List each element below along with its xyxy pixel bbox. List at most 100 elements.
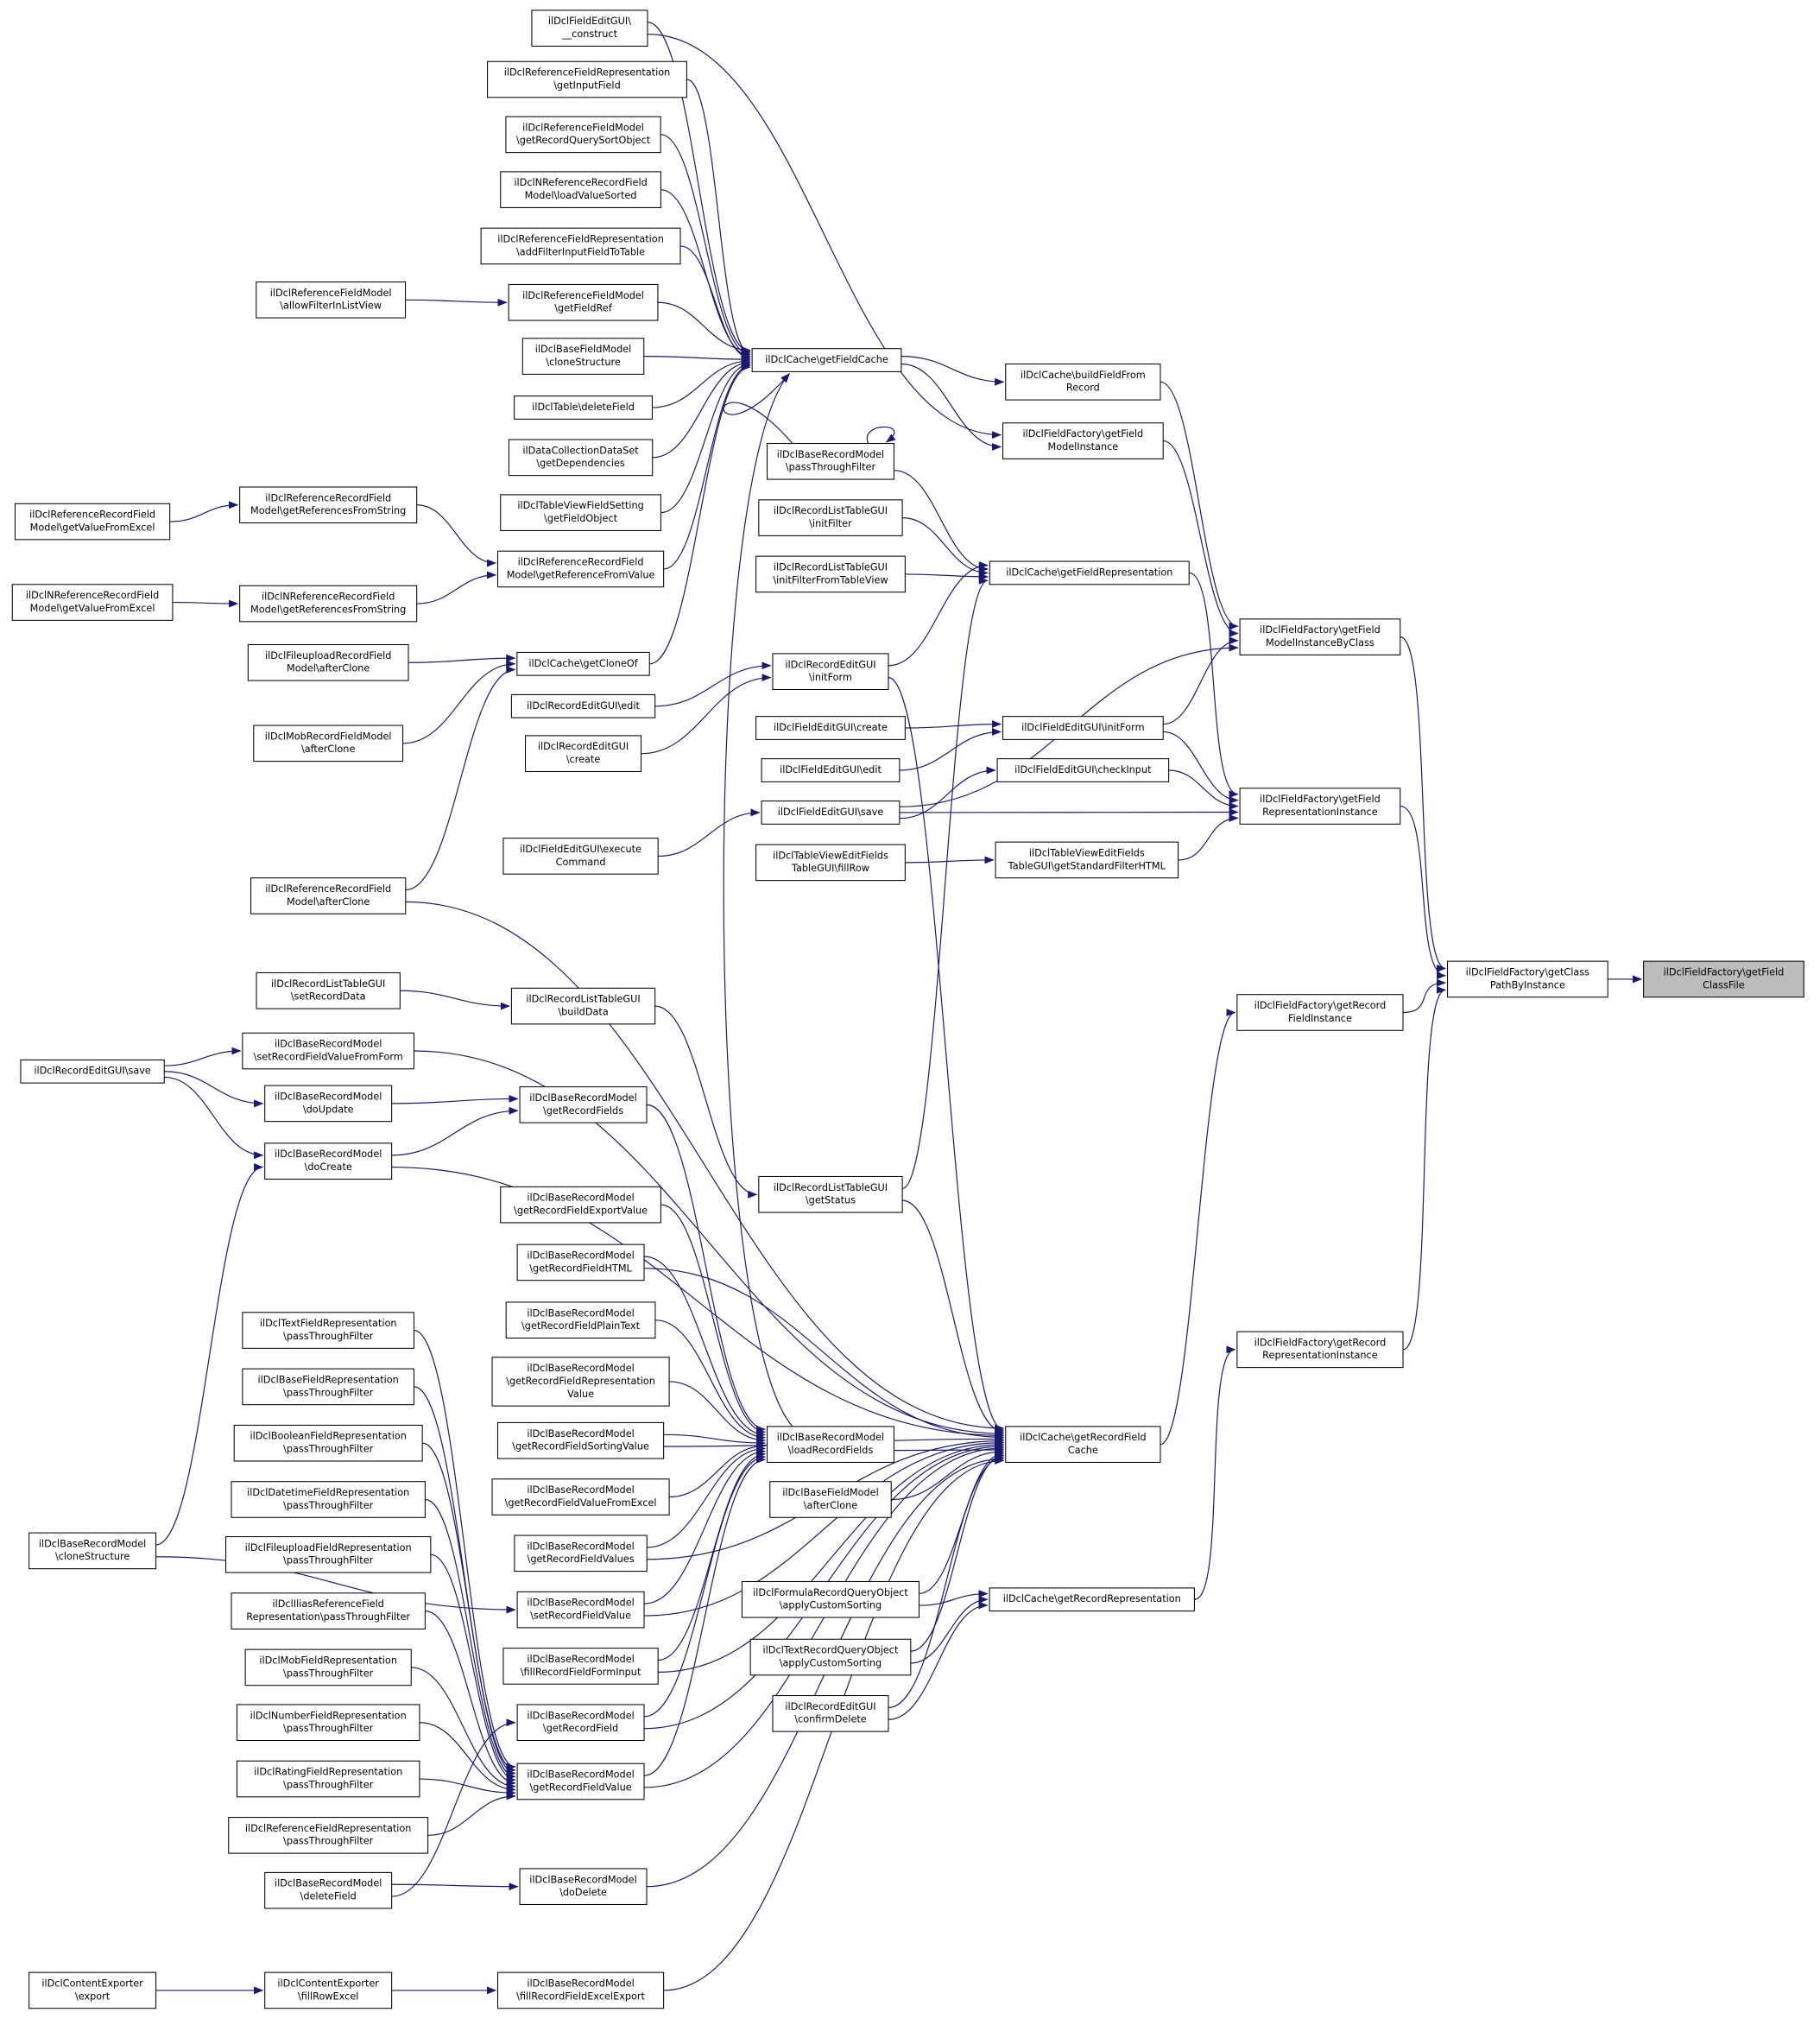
graph-node-n6[interactable]: ilDclReferenceFieldModel\allowFilterInLi… (256, 281, 407, 319)
function-box[interactable] (264, 1971, 393, 2009)
graph-node-n13[interactable]: ilDclBaseRecordModel\setRecordFieldValue… (242, 1032, 414, 1070)
graph-node-n43[interactable]: ilDclRecordListTableGUI\buildData (510, 987, 656, 1025)
function-box[interactable] (755, 844, 906, 882)
function-box[interactable] (225, 1536, 432, 1573)
function-box[interactable] (496, 1971, 665, 2009)
graph-node-n51[interactable]: ilDclBaseRecordModel\getRecordFieldValue… (514, 1535, 648, 1573)
function-box[interactable] (256, 281, 407, 319)
function-box[interactable] (989, 560, 1190, 585)
graph-node-n70[interactable]: ilDclFormulaRecordQueryObject\applyCusto… (741, 1580, 920, 1618)
graph-node-n30[interactable]: ilDclReferenceFieldModel\getRecordQueryS… (505, 116, 661, 154)
graph-node-n37[interactable]: ilDclTableViewFieldSetting\getFieldObjec… (500, 494, 661, 531)
function-box[interactable] (1447, 960, 1608, 998)
function-box[interactable] (496, 1421, 665, 1459)
graph-node-n23[interactable]: ilDclNumberFieldRepresentation\passThrou… (236, 1704, 420, 1742)
function-box[interactable] (264, 1142, 393, 1180)
function-box[interactable] (228, 1817, 429, 1854)
function-box[interactable] (989, 1587, 1195, 1612)
graph-node-n29[interactable]: ilDclReferenceFieldRepresentation\getInp… (487, 60, 687, 98)
function-box[interactable] (264, 1871, 393, 1909)
function-box[interactable] (510, 987, 656, 1025)
graph-node-n28[interactable]: ilDclFieldEditGUI\__construct (531, 9, 648, 47)
function-box[interactable] (242, 1368, 414, 1406)
function-box[interactable] (755, 555, 906, 593)
graph-node-n16[interactable]: ilDclTextFieldRepresentation\passThrough… (242, 1312, 414, 1349)
function-box[interactable] (1002, 422, 1164, 459)
graph-node-n35[interactable]: ilDclTable\deleteField (514, 396, 653, 420)
graph-node-n24[interactable]: ilDclRatingFieldRepresentation\passThrou… (236, 1760, 420, 1798)
function-box[interactable] (236, 1704, 420, 1742)
function-box[interactable] (502, 838, 659, 875)
function-box[interactable] (772, 1695, 889, 1732)
function-box[interactable] (239, 486, 418, 524)
function-box[interactable] (508, 283, 659, 321)
function-box[interactable] (28, 1971, 157, 2009)
function-box[interactable] (233, 1424, 423, 1462)
function-box[interactable] (491, 1478, 670, 1516)
function-box[interactable] (749, 1638, 912, 1676)
graph-node-n25[interactable]: ilDclReferenceFieldRepresentation\passTh… (228, 1817, 429, 1854)
function-box[interactable] (20, 1059, 165, 1084)
graph-node-n40[interactable]: ilDclRecordEditGUI\edit (510, 693, 656, 718)
graph-node-n59[interactable]: ilDclBaseRecordModel\passThroughFilter (766, 443, 894, 480)
function-box[interactable] (256, 971, 401, 1009)
graph-node-n67[interactable]: ilDclRecordListTableGUI\getStatus (758, 1175, 903, 1213)
function-box[interactable] (1239, 788, 1401, 825)
graph-node-n58[interactable]: ilDclCache\getFieldCache (751, 348, 902, 372)
function-box[interactable] (514, 396, 653, 420)
graph-node-n54[interactable]: ilDclBaseRecordModel\getRecordField (516, 1704, 645, 1742)
function-box[interactable] (514, 1535, 648, 1573)
function-box[interactable] (1005, 1426, 1161, 1463)
graph-node-n65[interactable]: ilDclFieldEditGUI\save (761, 801, 901, 825)
graph-node-n75[interactable]: ilDclCache\getFieldRepresentation (989, 560, 1190, 585)
graph-node-n33[interactable]: ilDclReferenceFieldModel\getFieldRef (508, 283, 659, 321)
function-box[interactable] (519, 1868, 648, 1906)
graph-node-n62[interactable]: ilDclRecordEditGUI\initForm (772, 653, 889, 691)
function-box[interactable] (500, 1186, 661, 1224)
graph-node-n72[interactable]: ilDclRecordEditGUI\confirmDelete (772, 1695, 889, 1732)
graph-node-n14[interactable]: ilDclBaseRecordModel\doUpdate (264, 1085, 393, 1123)
graph-node-n57[interactable]: ilDclBaseRecordModel\fillRecordFieldExce… (496, 1971, 665, 2009)
graph-node-n22[interactable]: ilDclMobFieldRepresentation\passThroughF… (244, 1648, 412, 1686)
function-box[interactable] (491, 1357, 670, 1407)
function-box[interactable] (1236, 994, 1404, 1031)
graph-node-n18[interactable]: ilDclBooleanFieldRepresentation\passThro… (233, 1424, 423, 1462)
graph-node-n45[interactable]: ilDclBaseRecordModel\getRecordFieldExpor… (500, 1186, 661, 1224)
graph-node-n46[interactable]: ilDclBaseRecordModel\getRecordFieldHTML (516, 1243, 645, 1281)
function-box[interactable] (500, 494, 661, 531)
function-box[interactable] (247, 644, 409, 681)
function-box[interactable] (516, 1762, 645, 1800)
graph-node-n4[interactable]: ilDclBaseRecordModel\cloneStructure (28, 1532, 157, 1570)
function-box[interactable] (761, 801, 901, 825)
function-box[interactable] (502, 1648, 659, 1685)
graph-node-n20[interactable]: ilDclFileuploadFieldRepresentation\passT… (225, 1536, 432, 1573)
function-box[interactable] (264, 1085, 393, 1123)
graph-node-n60[interactable]: ilDclRecordListTableGUI\initFilter (758, 499, 903, 536)
function-box[interactable] (508, 439, 654, 477)
function-box[interactable] (250, 877, 407, 914)
function-box[interactable] (11, 584, 174, 621)
function-box[interactable] (516, 1243, 645, 1281)
function-box[interactable] (28, 1532, 157, 1570)
graph-node-n63[interactable]: ilDclFieldEditGUI\create (755, 716, 906, 740)
function-box[interactable] (239, 585, 418, 623)
graph-node-n68[interactable]: ilDclBaseRecordModel\loadRecordFields (766, 1426, 894, 1463)
function-box[interactable] (769, 1481, 892, 1518)
graph-node-n34[interactable]: ilDclBaseFieldModel\cloneStructure (521, 338, 645, 375)
graph-node-n71[interactable]: ilDclTextRecordQueryObject\applyCustomSo… (749, 1638, 912, 1676)
function-box[interactable] (1236, 1331, 1404, 1369)
